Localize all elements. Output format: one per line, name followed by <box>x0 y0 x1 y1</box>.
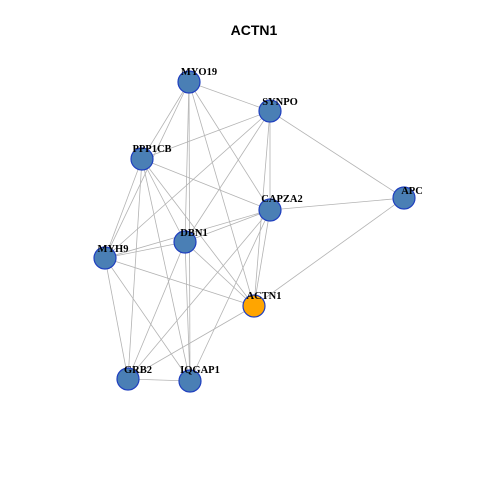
node-label-myh9: MYH9 <box>98 244 129 255</box>
node-label-grb2: GRB2 <box>124 365 152 376</box>
node-label-actn1: ACTN1 <box>246 291 281 302</box>
node-actn1[interactable] <box>242 294 266 318</box>
edge-myh9-grb2 <box>104 257 129 380</box>
node-dbn1[interactable] <box>173 230 197 254</box>
node-label-apc: APC <box>401 186 423 197</box>
node-grb2[interactable] <box>116 367 140 391</box>
edge-myo19-actn1 <box>188 81 255 307</box>
edge-ppp1cb-actn1 <box>141 158 255 307</box>
edge-layer <box>104 81 405 382</box>
edge-myo19-myh9 <box>104 81 190 259</box>
node-label-synpo: SYNPO <box>262 97 298 108</box>
node-label-iqgap1: IQGAP1 <box>180 365 220 376</box>
edge-actn1-grb2 <box>127 305 255 380</box>
node-layer <box>93 70 416 393</box>
node-capza2[interactable] <box>258 198 282 222</box>
edge-myo19-ppp1cb <box>141 81 190 160</box>
node-iqgap1[interactable] <box>178 369 202 393</box>
node-synpo[interactable] <box>258 99 282 123</box>
edge-myh9-iqgap1 <box>104 257 191 382</box>
edge-ppp1cb-iqgap1 <box>141 158 191 382</box>
edge-dbn1-iqgap1 <box>184 241 191 382</box>
edge-synpo-apc <box>269 110 405 199</box>
edge-myo19-synpo <box>188 81 271 112</box>
node-label-dbn1: DBN1 <box>180 228 207 239</box>
node-label-myo19: MYO19 <box>181 67 217 78</box>
node-label-capza2: CAPZA2 <box>261 194 302 205</box>
edge-ppp1cb-myh9 <box>104 158 143 259</box>
edge-capza2-grb2 <box>127 209 271 380</box>
edge-ppp1cb-grb2 <box>127 158 143 380</box>
edge-synpo-ppp1cb <box>141 110 271 160</box>
node-ppp1cb[interactable] <box>130 147 154 171</box>
edge-dbn1-myh9 <box>104 241 186 259</box>
edge-capza2-dbn1 <box>184 209 271 243</box>
edge-apc-actn1 <box>253 197 405 307</box>
edge-synpo-dbn1 <box>184 110 271 243</box>
edge-ppp1cb-dbn1 <box>141 158 186 243</box>
edge-myo19-capza2 <box>188 81 271 211</box>
edge-dbn1-grb2 <box>127 241 186 380</box>
edge-myh9-actn1 <box>104 257 255 307</box>
edge-synpo-myh9 <box>104 110 271 259</box>
node-myh9[interactable] <box>93 246 117 270</box>
graph-title: ACTN1 <box>231 22 278 38</box>
edge-apc-capza2 <box>269 197 405 211</box>
edge-dbn1-actn1 <box>184 241 255 307</box>
edge-capza2-iqgap1 <box>189 209 271 382</box>
edge-capza2-actn1 <box>253 209 271 307</box>
edge-ppp1cb-capza2 <box>141 158 271 211</box>
node-myo19[interactable] <box>177 70 201 94</box>
node-label-ppp1cb: PPP1CB <box>132 144 171 155</box>
edge-myo19-dbn1 <box>184 81 190 243</box>
node-apc[interactable] <box>392 186 416 210</box>
